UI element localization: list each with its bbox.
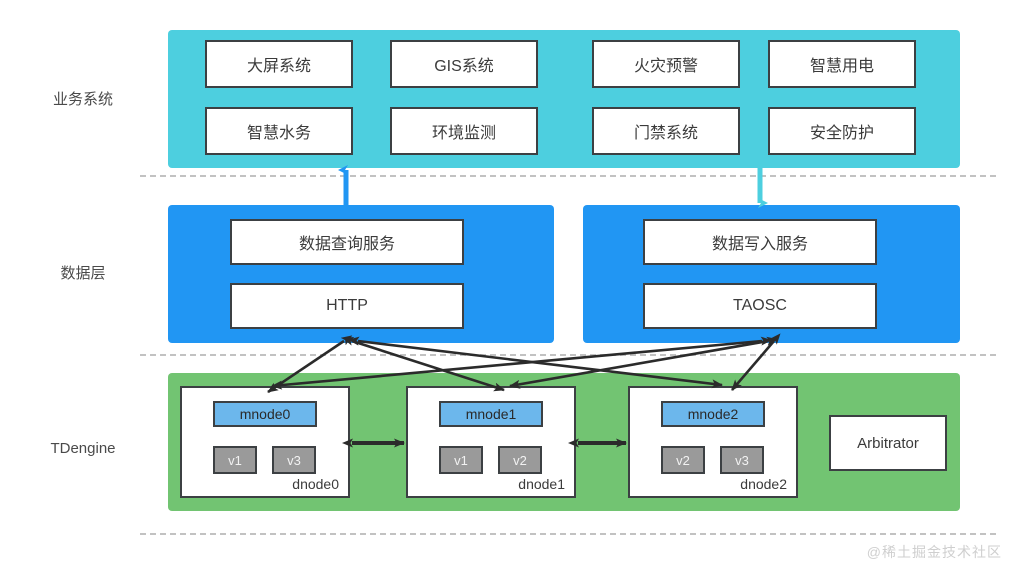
dnode-0-vnode-2[interactable]: v3: [272, 446, 316, 474]
business-card-security[interactable]: 安全防护: [768, 107, 916, 155]
dnode-1-container[interactable]: mnode1 v1 v2 dnode1: [406, 386, 576, 498]
mnode-0[interactable]: mnode0: [213, 401, 317, 427]
mnode-1[interactable]: mnode1: [439, 401, 543, 427]
card-arbitrator[interactable]: Arbitrator: [829, 415, 947, 471]
row-label-tdengine: TDengine: [50, 440, 116, 457]
dnode-0-label: dnode0: [292, 476, 339, 492]
card-data-query-service[interactable]: 数据查询服务: [230, 219, 464, 265]
dnode-1-vnode-1[interactable]: v1: [439, 446, 483, 474]
dnode-2-label: dnode2: [740, 476, 787, 492]
layer-separator-middle: [140, 354, 996, 356]
row-label-business: 业务系统: [52, 91, 113, 108]
business-card-smart-water[interactable]: 智慧水务: [205, 107, 353, 155]
dnode-0-vnode-1[interactable]: v1: [213, 446, 257, 474]
row-label-data: 数据层: [60, 265, 106, 282]
watermark: @稀土掘金技术社区: [866, 544, 1002, 560]
mnode-2[interactable]: mnode2: [661, 401, 765, 427]
business-card-gis[interactable]: GIS系统: [390, 40, 538, 88]
business-card-fire-alarm[interactable]: 火灾预警: [592, 40, 740, 88]
card-taosc-protocol[interactable]: TAOSC: [643, 283, 877, 329]
business-card-big-screen[interactable]: 大屏系统: [205, 40, 353, 88]
layer-separator-top: [140, 175, 996, 177]
dnode-2-vnode-2[interactable]: v3: [720, 446, 764, 474]
dnode-2-vnode-1[interactable]: v2: [661, 446, 705, 474]
card-data-write-service[interactable]: 数据写入服务: [643, 219, 877, 265]
dnode-2-container[interactable]: mnode2 v2 v3 dnode2: [628, 386, 798, 498]
business-card-access-control[interactable]: 门禁系统: [592, 107, 740, 155]
business-card-env-monitor[interactable]: 环境监测: [390, 107, 538, 155]
dnode-1-label: dnode1: [518, 476, 565, 492]
layer-separator-bottom: [140, 533, 996, 535]
dnode-1-vnode-2[interactable]: v2: [498, 446, 542, 474]
dnode-0-container[interactable]: mnode0 v1 v3 dnode0: [180, 386, 350, 498]
business-card-smart-power[interactable]: 智慧用电: [768, 40, 916, 88]
card-http-protocol[interactable]: HTTP: [230, 283, 464, 329]
